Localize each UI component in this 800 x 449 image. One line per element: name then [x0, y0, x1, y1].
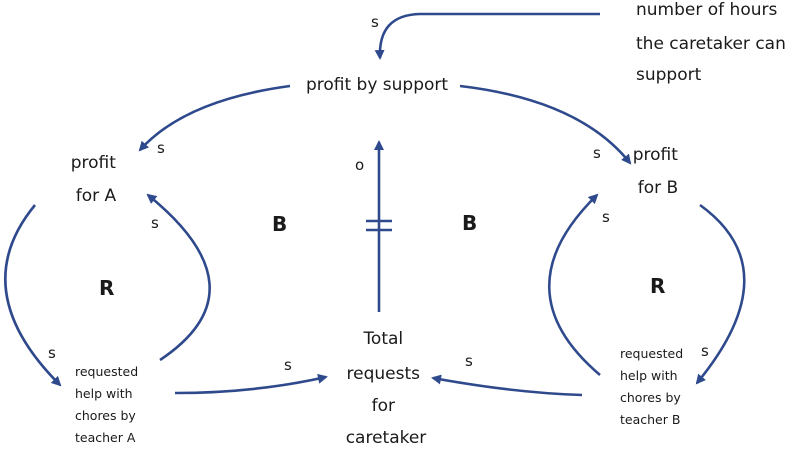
- polarity-help-b-to-b: s: [602, 208, 610, 226]
- polarity-a-to-help-a: s: [48, 344, 56, 362]
- polarity-help-a-to-a: s: [151, 214, 159, 232]
- polarity-profit-support-to-b: s: [593, 144, 601, 162]
- node-hours: number of hours the caretaker can suppor…: [636, 0, 791, 85]
- node-help-a: requested help with chores by teacher A: [75, 364, 142, 445]
- polarity-help-b-to-total: s: [465, 352, 473, 370]
- arrow-help-b-to-profit-b: [547, 193, 601, 376]
- arrow-profit-a-to-help-a: [4, 204, 62, 387]
- polarity-help-a-to-total: s: [284, 356, 292, 374]
- arrow-profit-b-to-help-b: [695, 203, 746, 385]
- arrow-profit-support-to-profit-b: [459, 84, 632, 165]
- node-help-b: requested help with chores by teacher B: [620, 346, 687, 427]
- loop-left-reinforcing: R: [99, 276, 114, 300]
- loop-left-balancing: B: [272, 212, 287, 236]
- arrow-profit-support-to-profit-a: [138, 84, 291, 152]
- arrow-help-b-to-total: [431, 374, 583, 397]
- node-profit-by-support: profit by support: [306, 75, 448, 95]
- polarity-profit-support-to-a: s: [157, 139, 165, 157]
- loop-right-reinforcing: R: [650, 274, 665, 298]
- polarity-total-to-profit-support: o: [355, 156, 364, 174]
- node-total-requests: Total requests for caretaker: [346, 329, 427, 448]
- loop-right-balancing: B: [462, 211, 477, 235]
- polarity-hours-to-profit-support: s: [371, 13, 379, 31]
- node-profit-a: profit for A: [71, 153, 122, 206]
- arrow-hours-to-profit-support: [374, 12, 600, 60]
- arrow-help-a-to-total: [174, 373, 328, 395]
- polarity-b-to-help-b: s: [701, 342, 709, 360]
- node-profit-b: profit for B: [633, 145, 684, 198]
- arrow-help-a-to-profit-a: [146, 193, 211, 362]
